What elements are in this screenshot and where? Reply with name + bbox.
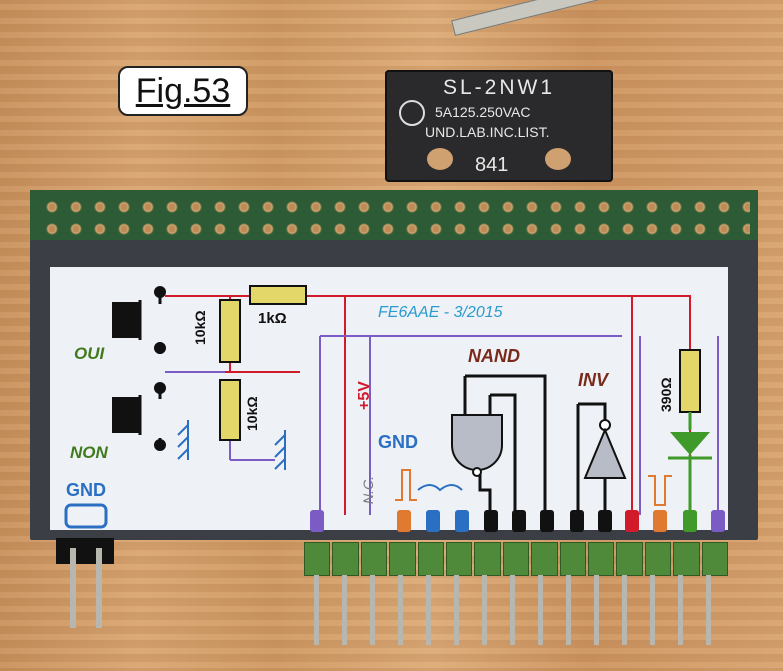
left-pin-header [56, 538, 114, 628]
micro-switch: SL-2NW1 5A125.250VAC UND.LAB.INC.LIST. 8… [385, 70, 613, 182]
switch-listing: UND.LAB.INC.LIST. [425, 124, 550, 140]
switch-code: 841 [475, 154, 509, 176]
header-pins [314, 575, 724, 645]
switch-rating: 5A125.250VAC [435, 104, 531, 120]
label-r2: 1kΩ [258, 310, 287, 327]
label-non: NON [70, 443, 108, 462]
schematic-label [50, 267, 728, 530]
label-vcc: +5V [356, 381, 373, 410]
inverter-icon [583, 427, 627, 479]
label-r4: 390Ω [658, 377, 674, 412]
nand-gate-icon [451, 414, 503, 471]
mount-hole-icon [427, 148, 453, 170]
ul-logo-icon [399, 100, 425, 126]
label-r1: 10kΩ [192, 310, 208, 345]
label-credit: FE6AAE - 3/2015 [378, 304, 503, 321]
label-gnd: GND [378, 432, 418, 452]
solder-pads [40, 196, 750, 240]
figure-label: Fig.53 [118, 66, 248, 116]
header-connector [304, 542, 729, 576]
label-nc: N.C. [360, 476, 376, 504]
label-inv: INV [578, 370, 609, 390]
label-gnd-left: GND [66, 480, 106, 500]
mount-hole-icon [545, 148, 571, 170]
label-r3: 10kΩ [244, 396, 260, 431]
label-oui: OUI [74, 344, 105, 363]
switch-model: SL-2NW1 [442, 76, 556, 99]
button-yes-icon [112, 302, 140, 338]
button-no-icon [112, 397, 140, 433]
led-icon [670, 432, 710, 455]
label-nand: NAND [468, 346, 520, 366]
